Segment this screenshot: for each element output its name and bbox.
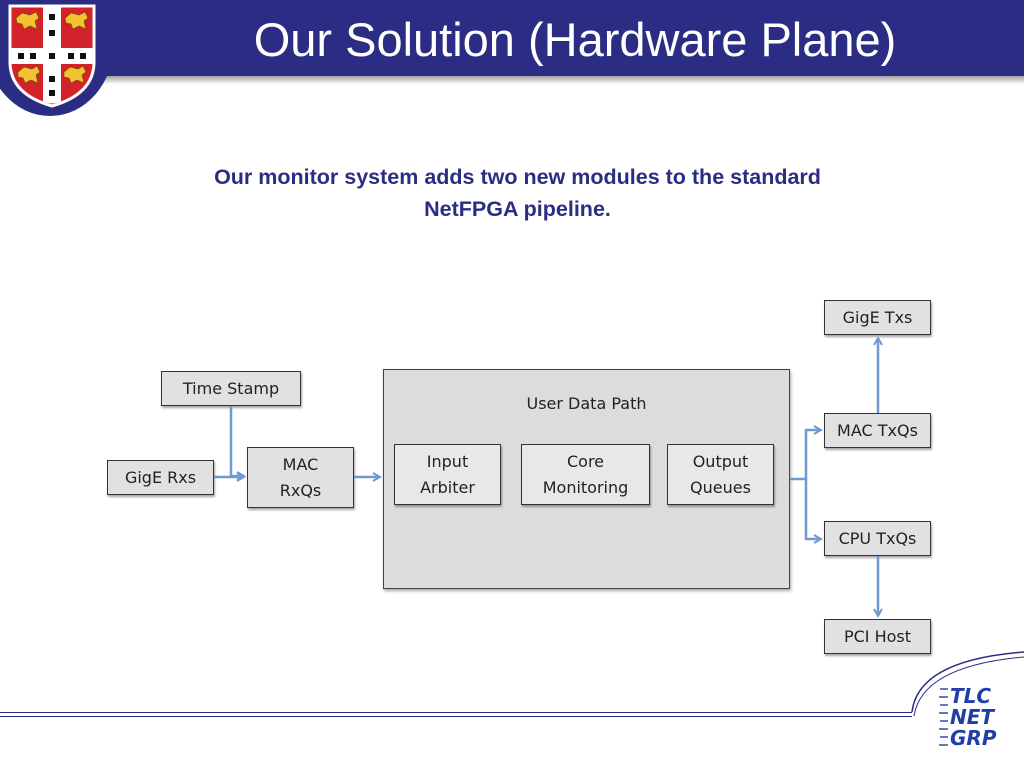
cpu-txqs-node: CPU TxQs [824, 521, 931, 556]
core-monitoring-label-1: Core [566, 451, 605, 471]
caption-line-2: NetFPGA pipeline. [424, 197, 611, 221]
connector-bus-to-cpu-txqs [804, 479, 821, 539]
title-bar [0, 0, 1024, 76]
university-crest-logo [8, 4, 96, 108]
mac-rxqs-label-1: MAC [282, 454, 319, 474]
output-queues-label-2: Queues [690, 477, 751, 497]
title-bar-shadow [0, 76, 1024, 84]
core-monitoring-node: Core Monitoring [521, 444, 650, 505]
input-arbiter-label-2: Arbiter [420, 477, 475, 497]
gige-rxs-node: GigE Rxs [107, 460, 214, 495]
mac-txqs-node: MAC TxQs [824, 413, 931, 448]
output-queues-node: Output Queues [667, 444, 774, 505]
diagram-caption: Our monitor system adds two new modules … [130, 161, 905, 225]
user-data-path-label: User Data Path [526, 394, 647, 413]
mac-rxqs-node: MAC RxQs [247, 447, 354, 508]
footer-rule-top [0, 712, 912, 713]
pci-host-node: PCI Host [824, 619, 931, 654]
time-stamp-node: Time Stamp [161, 371, 301, 406]
mac-rxqs-label-2: RxQs [279, 480, 322, 500]
input-arbiter-node: Input Arbiter [394, 444, 501, 505]
output-queues-label-1: Output [692, 451, 749, 471]
page-title: Our Solution (Hardware Plane) [253, 13, 897, 66]
gige-txs-node: GigE Txs [824, 300, 931, 335]
svg-text:GRP: GRP [950, 726, 997, 749]
input-arbiter-label-1: Input [426, 451, 469, 471]
caption-line-1: Our monitor system adds two new modules … [214, 165, 821, 189]
connector-bus-to-mac-txqs [804, 430, 821, 479]
svg-text:TLC: TLC [950, 684, 991, 708]
footer-rule-bottom [0, 716, 912, 717]
core-monitoring-label-2: Monitoring [542, 477, 629, 497]
svg-text:NET: NET [950, 705, 995, 729]
tlc-net-grp-logo: TLC NET GRP [939, 684, 997, 749]
connector-time-stamp-to-mac-rxqs [229, 406, 244, 476]
